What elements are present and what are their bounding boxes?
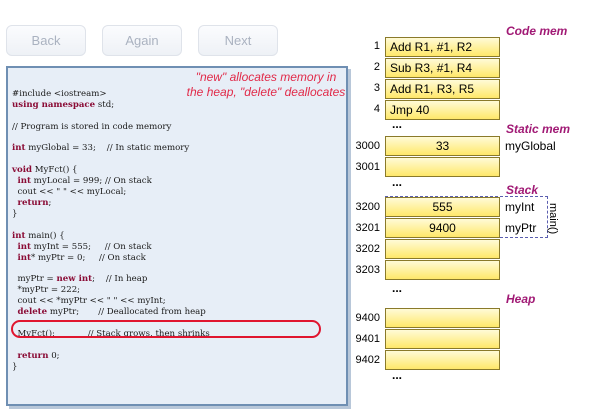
- next-button[interactable]: Next: [198, 25, 278, 56]
- stack-cell: 9400: [385, 218, 500, 238]
- stack-cell: 555: [385, 197, 500, 217]
- heap-cell: [385, 329, 500, 349]
- static-var-label: myGlobal: [505, 139, 556, 153]
- stack-addr: 3201: [355, 222, 380, 234]
- ellipsis: ...: [392, 175, 403, 189]
- stack-addr: 3203: [355, 264, 380, 276]
- static-cell: [385, 157, 500, 177]
- heap-addr: 9400: [355, 312, 380, 324]
- allocation-note: "new" allocates memory in the heap, "del…: [186, 70, 346, 99]
- code-cell: Jmp 40: [385, 100, 500, 120]
- static-cell: 33: [385, 136, 500, 156]
- ellipsis: ...: [392, 117, 403, 131]
- static-addr: 3000: [355, 140, 380, 152]
- code-cell: Add R1, R3, R5: [385, 79, 500, 99]
- ellipsis: ...: [392, 281, 403, 295]
- stack-addr: 3202: [355, 243, 380, 255]
- code-panel: #include <iostream> using namespace std;…: [6, 66, 348, 406]
- stack-title: Stack: [506, 183, 539, 197]
- static-mem-title: Static mem: [506, 122, 571, 136]
- stack-cell: [385, 239, 500, 259]
- back-button[interactable]: Back: [6, 25, 86, 56]
- heap-title: Heap: [506, 292, 536, 306]
- heap-addr: 9401: [355, 333, 380, 345]
- stack-var-label: myPtr: [505, 221, 537, 235]
- heap-addr: 9402: [355, 354, 380, 366]
- source-code: #include <iostream> using namespace std;…: [12, 88, 210, 372]
- code-cell: Add R1, #1, R2: [385, 37, 500, 57]
- static-addr: 3001: [355, 161, 380, 173]
- heap-cell: [385, 350, 500, 370]
- main-frame-label: main(): [547, 203, 559, 235]
- stack-cell: [385, 260, 500, 280]
- again-button[interactable]: Again: [102, 25, 182, 56]
- code-cell: Sub R3, #1, R4: [385, 58, 500, 78]
- delete-line-highlight: [11, 320, 321, 338]
- code-addr: 1: [373, 40, 380, 52]
- code-mem-title: Code mem: [506, 24, 568, 38]
- code-addr: 4: [373, 103, 380, 115]
- code-addr: 2: [373, 61, 380, 73]
- heap-cell: [385, 308, 500, 328]
- code-addr: 3: [373, 82, 380, 94]
- stack-addr: 3200: [355, 201, 380, 213]
- ellipsis: ...: [392, 368, 403, 382]
- stack-var-label: myInt: [505, 200, 535, 214]
